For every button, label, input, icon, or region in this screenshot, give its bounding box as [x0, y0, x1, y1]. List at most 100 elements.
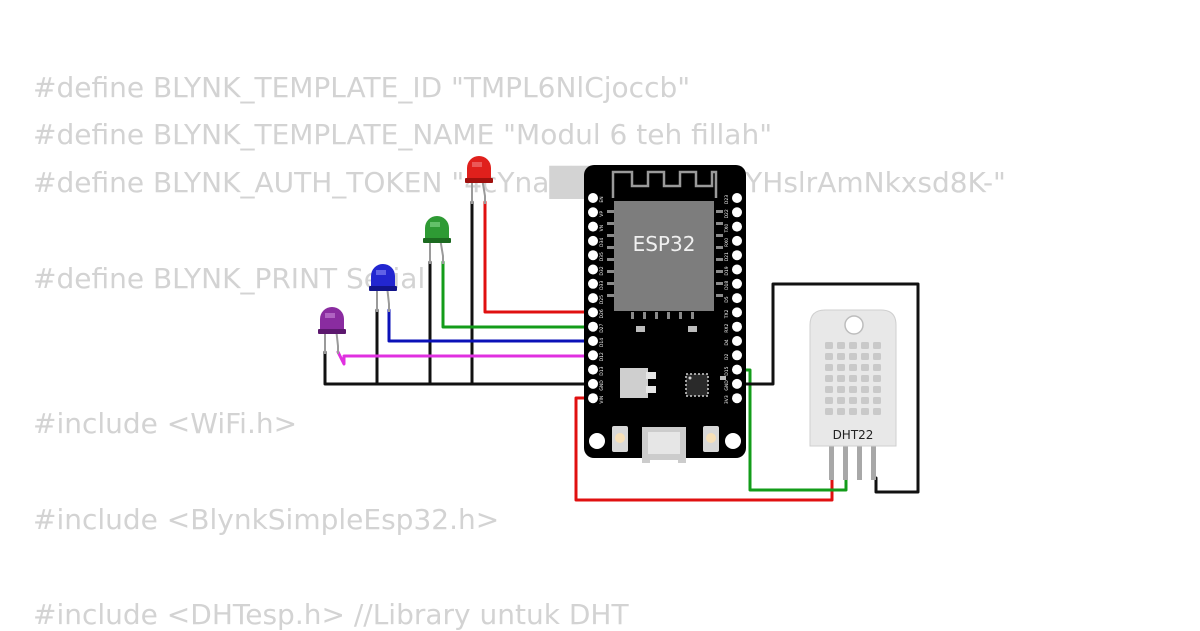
antenna-trace — [611, 170, 718, 198]
left-pin-vp — [588, 207, 598, 218]
module-pads — [607, 210, 723, 319]
pin-label-d23: D23 — [724, 195, 730, 204]
pin-label-vp: VP — [599, 211, 605, 217]
dht-vent-cell — [861, 364, 869, 371]
pin-label-tx2: TX2 — [724, 309, 730, 319]
pin-label-3v3: 3V3 — [724, 395, 730, 404]
pin-label-d34: D34 — [599, 238, 605, 247]
red-led — [465, 156, 493, 204]
pin-label-d5: D5 — [724, 296, 730, 302]
dht-label: DHT22 — [833, 428, 874, 442]
esp32-board: ESP32 ENVPVND34D35D32D33D25D26D27D14D12D… — [584, 165, 746, 464]
pin-label-vin: VIN — [599, 396, 605, 404]
pin-label-d32: D32 — [599, 266, 605, 275]
dht-vent-cell — [873, 375, 881, 382]
pin-label-tx0: TX0 — [724, 224, 730, 234]
code-line-include-dht: #include <DHTesp.h> //Library untuk DHT — [33, 598, 629, 631]
right-pin-3v3 — [732, 393, 742, 404]
left-pin-en — [588, 193, 598, 203]
pin-label-gnd: GND — [599, 380, 605, 391]
dht-vent-cell — [861, 386, 869, 393]
dht-vent-cell — [849, 353, 857, 360]
dht-pin-nc — [857, 444, 862, 480]
right-pin-rx2 — [732, 321, 742, 332]
esp32-label: ESP32 — [633, 232, 696, 256]
dht-vent-cell — [825, 364, 833, 371]
right-pin-d5 — [732, 293, 742, 304]
pin-label-d27: D27 — [599, 323, 605, 332]
usb-chip — [685, 373, 709, 397]
dht-vent-cell — [861, 408, 869, 415]
dht-vent-cell — [849, 342, 857, 349]
right-pin-d19 — [732, 264, 742, 275]
dht-vent-cell — [849, 375, 857, 382]
right-pin-d2 — [732, 350, 742, 361]
dht-vent-cell — [825, 397, 833, 404]
dht-vent-cell — [849, 386, 857, 393]
dht-pin-vcc — [829, 444, 834, 480]
dht-vent-cell — [825, 375, 833, 382]
dht-vent-cell — [837, 364, 845, 371]
right-pin-d18 — [732, 278, 742, 289]
left-pin-vin — [588, 393, 598, 404]
dht-vent-cell — [825, 386, 833, 393]
pin-label-d21: D21 — [724, 252, 730, 261]
smd-component — [720, 376, 726, 380]
wire-power — [574, 396, 834, 502]
right-pin-tx2 — [732, 307, 742, 318]
pin-label-rx2: RX2 — [724, 324, 730, 333]
purple-led — [318, 307, 346, 354]
dht-vent-cell — [861, 342, 869, 349]
en-button — [703, 426, 719, 452]
dht-vent-cell — [861, 397, 869, 404]
pin-label-d35: D35 — [599, 252, 605, 261]
left-pin-d26 — [588, 307, 598, 318]
dht-vent-cell — [849, 364, 857, 371]
left-pin-vn — [588, 221, 598, 232]
dht-vent-cell — [825, 342, 833, 349]
right-pin-tx0 — [732, 221, 742, 232]
left-pin-d13 — [588, 364, 598, 375]
code-line-include-blynk: #include <BlynkSimpleEsp32.h> — [33, 503, 500, 536]
right-pin-d23 — [732, 193, 742, 203]
code-line-template-name: #define BLYNK_TEMPLATE_NAME "Modul 6 teh… — [33, 118, 773, 151]
left-pin-d25 — [588, 293, 598, 304]
left-pin-gnd — [588, 378, 598, 389]
dht-vent-cell — [861, 375, 869, 382]
dht-mount-hole — [844, 315, 864, 335]
dht-vent-cell — [873, 386, 881, 393]
voltage-regulator — [620, 368, 656, 398]
left-pin-d14 — [588, 336, 598, 346]
right-pin-d22 — [732, 207, 742, 218]
dht22-sensor: DHT22 — [809, 309, 897, 480]
wire-data — [738, 368, 848, 492]
pin-label-en: EN — [599, 196, 605, 202]
wire-red-signal — [483, 200, 596, 314]
usb-port — [642, 427, 686, 464]
dht-vent-cell — [837, 386, 845, 393]
pin-label-d18: D18 — [724, 281, 730, 290]
pin-label-vn: VN — [599, 225, 605, 231]
right-pin-d15 — [732, 364, 742, 375]
left-pin-d12 — [588, 350, 598, 361]
code-line-template-id: #define BLYNK_TEMPLATE_ID "TMPL6NlCjoccb… — [33, 71, 691, 104]
dht-vent-cell — [837, 397, 845, 404]
pin-label-d14: D14 — [599, 338, 605, 347]
dht-vent-cell — [825, 353, 833, 360]
right-pin-gnd — [732, 378, 742, 389]
mount-hole — [589, 433, 605, 449]
pin-label-d33: D33 — [599, 281, 605, 290]
pin-label-d12: D12 — [599, 352, 605, 361]
boot-button — [612, 426, 628, 452]
green-led — [423, 216, 451, 264]
right-pin-d4 — [732, 336, 742, 346]
left-pin-d27 — [588, 321, 598, 332]
left-pin-d33 — [588, 278, 598, 289]
pin-label-gnd: GND — [724, 380, 730, 391]
pin-label-rx0: RX0 — [724, 238, 730, 247]
dht-vent-cell — [873, 364, 881, 371]
pin-label-d13: D13 — [599, 366, 605, 375]
blue-led — [369, 264, 397, 312]
